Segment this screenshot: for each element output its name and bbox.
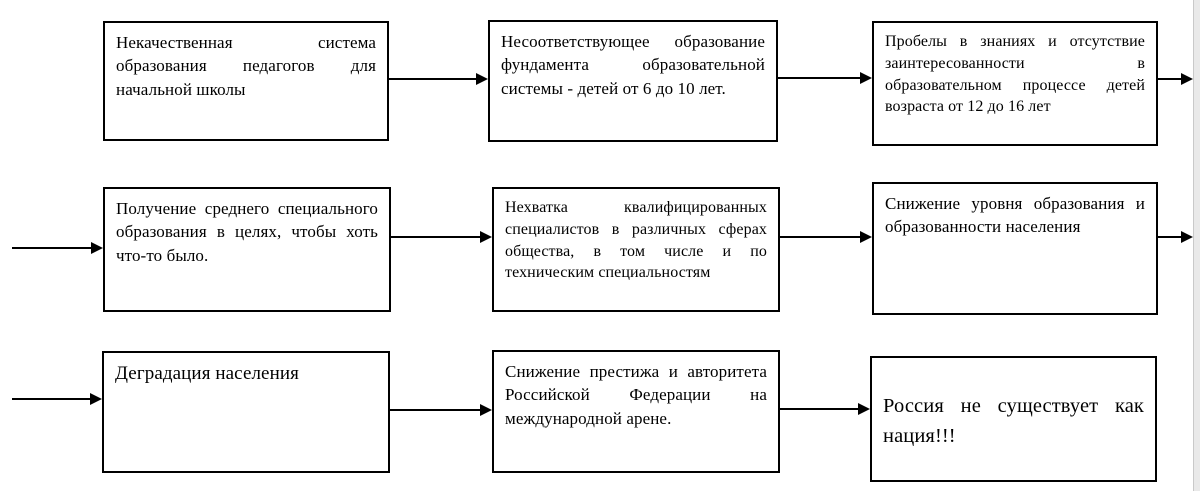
flow-node-1-2: Несоответствующее образование фундамента… <box>488 20 778 142</box>
flow-node-1-3: Пробелы в знаниях и отсутствие заинтерес… <box>872 21 1158 146</box>
flow-arrow <box>390 404 492 416</box>
flow-node-3-1: Деградация населения <box>102 351 390 473</box>
flow-node-1-1: Некачественная система образования педаг… <box>103 21 389 141</box>
flow-arrow <box>780 403 870 415</box>
flow-arrow <box>391 231 492 243</box>
flow-arrow <box>1158 73 1193 85</box>
flow-node-3-3: Россия не существует как нация!!! <box>870 356 1157 482</box>
page-edge <box>1193 0 1200 491</box>
flow-node-2-3: Снижение уровня образования и образованн… <box>872 182 1158 315</box>
flow-arrow <box>780 231 872 243</box>
flow-arrow <box>1158 231 1193 243</box>
flow-arrow <box>778 72 872 84</box>
flow-node-2-2: Нехватка квалифицированных специалистов … <box>492 187 780 312</box>
flow-arrow <box>389 73 488 85</box>
flow-node-3-2: Снижение престижа и авторитета Российско… <box>492 350 780 473</box>
flow-node-2-1: Получение среднего специального образова… <box>103 187 391 312</box>
flow-arrow <box>12 242 103 254</box>
flow-arrow <box>12 393 102 405</box>
